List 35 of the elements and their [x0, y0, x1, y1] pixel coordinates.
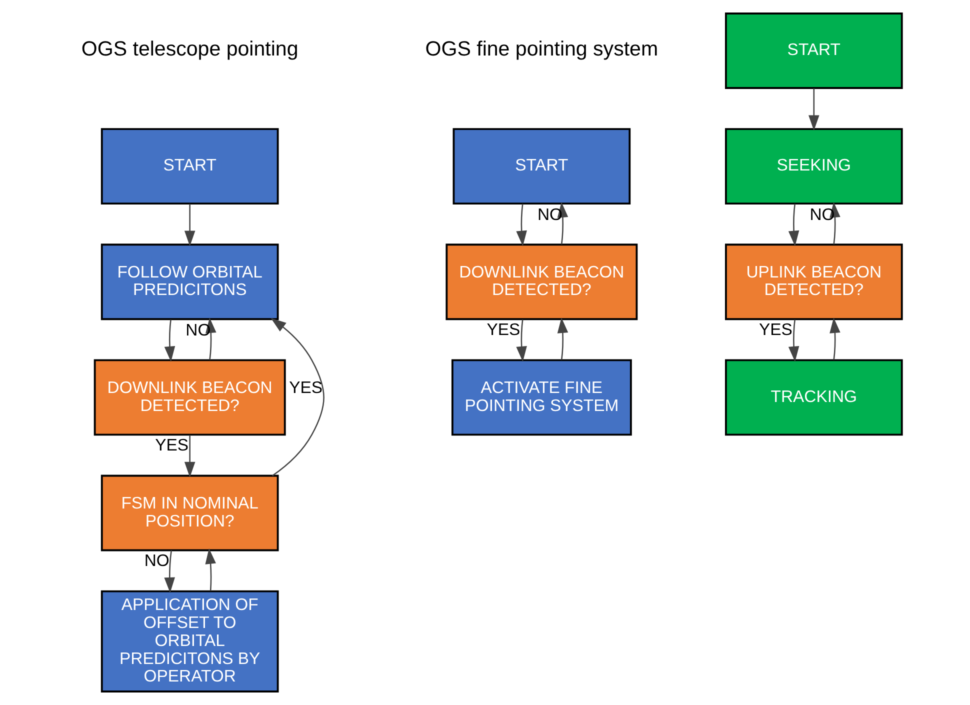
- edge-label: YES: [758, 320, 792, 339]
- arrow: [516, 204, 526, 246]
- edge-label: YES: [288, 378, 322, 397]
- node-box: UPLINK BEACON DETECTED?: [724, 244, 902, 320]
- arrow: [556, 318, 568, 360]
- arrow: [788, 319, 799, 362]
- edge-label: NO: [185, 320, 210, 340]
- node-box: SEEKING: [724, 128, 902, 204]
- edge-label: NO: [537, 204, 562, 224]
- arrow: [829, 318, 840, 360]
- arrow: [204, 548, 216, 591]
- edge-label: YES: [486, 320, 520, 339]
- arrow: [184, 204, 195, 246]
- edge-label: NO: [144, 550, 169, 570]
- node-box: START: [452, 128, 630, 204]
- arrow: [516, 319, 526, 362]
- node-box: FSM IN NOMINAL POSITION?: [100, 474, 278, 552]
- arrow: [270, 318, 324, 476]
- edge-label: YES: [154, 435, 188, 454]
- edge-label: NO: [809, 204, 834, 224]
- node-box: DOWNLINK BEACON DETECTED?: [93, 359, 286, 436]
- arrow: [184, 435, 195, 478]
- node-box: START: [724, 12, 902, 89]
- node-box: TRACKING: [724, 359, 902, 436]
- label: OGS fine pointing system: [424, 38, 658, 61]
- arrow: [808, 88, 819, 131]
- node-box: ACTIVATE FINE POINTING SYSTEM: [450, 359, 632, 436]
- node-box: DOWNLINK BEACON DETECTED?: [445, 244, 638, 320]
- arrow: [164, 319, 175, 362]
- label: OGS telescope pointing: [80, 38, 298, 61]
- node-box: START: [100, 128, 278, 204]
- arrow: [164, 550, 174, 593]
- node-box: APPLICATION OF OFFSET TO ORBITAL PREDICITONS BY OPERATOR: [100, 590, 278, 692]
- arrow: [788, 204, 799, 246]
- node-box: FOLLOW ORBITAL PREDICITONS: [100, 244, 278, 320]
